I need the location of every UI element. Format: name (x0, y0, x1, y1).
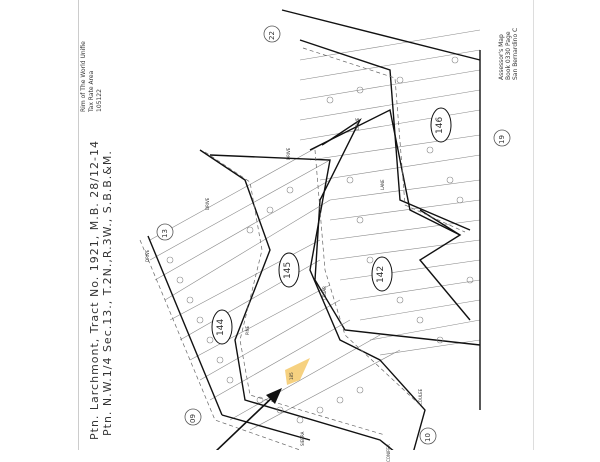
parcel-circles (166, 56, 474, 424)
street-label: DRIVE (355, 117, 360, 130)
section-marker: 22 (268, 31, 276, 40)
street-label: SIERRA (300, 431, 305, 446)
page-number: 142 (376, 265, 386, 283)
street-label: PINE (245, 325, 250, 335)
tax-area-line-2: Tax Rate Area (88, 70, 95, 112)
arrow-icon (215, 388, 282, 450)
road-centerlines (139, 47, 466, 450)
section-marker: 09 (189, 414, 197, 423)
section-marker: 10 (424, 433, 432, 442)
title-line-1: Ptn. Larchmont, Tract No. 1921, M.B. 28/… (88, 140, 101, 440)
street-label: DRIVE (205, 197, 210, 210)
street-label: CEDAR (322, 286, 327, 300)
page-number-ovals (211, 107, 452, 345)
page-number: 144 (216, 318, 226, 336)
tax-area-line-3: 105122 (96, 89, 103, 112)
assessor-line-1: Assessor's Map (498, 34, 505, 80)
page-edge (533, 0, 534, 450)
street-label: CONIFER (386, 444, 391, 462)
page-number: 145 (283, 261, 293, 279)
boundary-lines (147, 9, 481, 450)
highlighted-parcel (285, 358, 310, 385)
title-line-2: Ptn. N.W.1/4 Sec.13., T.2N.,R.3W., S.B.B… (101, 150, 114, 436)
section-marker: 19 (498, 135, 506, 144)
page-edge (78, 0, 79, 450)
section-circles (156, 25, 511, 445)
page-number: 146 (435, 116, 445, 134)
tax-area-line-1: Rim of The World Unifie (80, 41, 87, 112)
assessor-line-3: San Bernardino C (512, 27, 519, 80)
street-label: DRIVE (286, 147, 291, 160)
parcel-map (139, 9, 511, 450)
section-marker: 13 (161, 229, 169, 238)
street-label: DRIVE (145, 249, 150, 262)
parcel-lines (149, 29, 481, 431)
street-label: COULEE (418, 388, 423, 405)
assessor-line-2: Book 0330 Page (505, 31, 512, 80)
street-label: LANE (380, 179, 385, 190)
highlighted-parcel-label: 185 (289, 372, 294, 380)
